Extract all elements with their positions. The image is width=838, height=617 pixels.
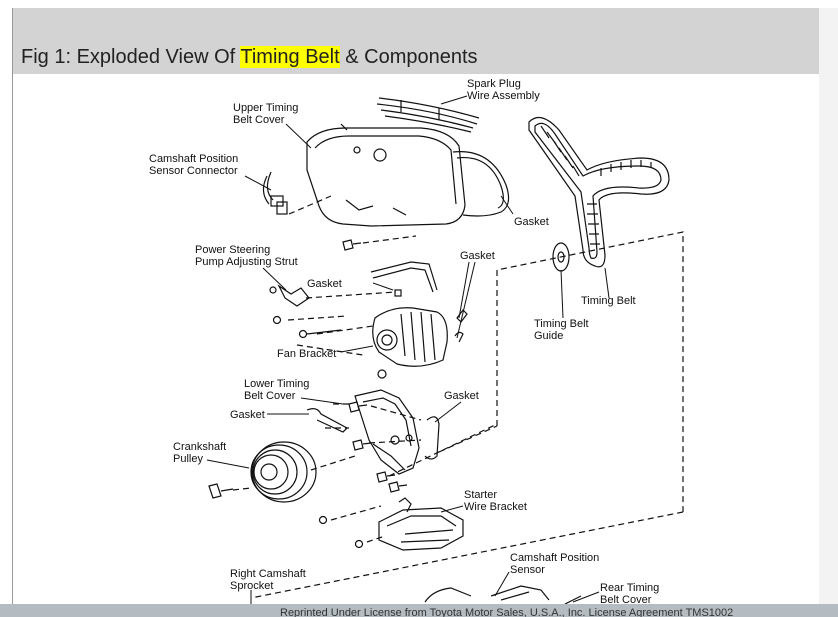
title-suffix: & Components (339, 46, 478, 68)
exploded-view-diagram: Spark Plug Wire Assembly Upper Timing Be… (149, 78, 684, 606)
label-spark-plug-2: Wire Assembly (467, 90, 540, 102)
label-right-cam-1: Right Camshaft (230, 568, 306, 580)
label-rear-cover-1: Rear Timing (600, 582, 659, 594)
label-cam-sensor-2: Sensor (510, 564, 545, 576)
license-text: Reprinted Under License from Toyota Moto… (280, 607, 734, 617)
title-prefix: Fig 1: Exploded View Of (21, 46, 241, 68)
upper-middle-gaskets-drawing (370, 261, 468, 343)
label-starter-1: Starter (464, 489, 497, 501)
crankshaft-pulley-drawing (208, 441, 317, 503)
spark-plug-wire-drawing (376, 97, 480, 133)
label-cam-sensor-1: Camshaft Position (510, 552, 599, 564)
label-spark-plug-1: Spark Plug (467, 78, 521, 90)
label-power-steering-1: Power Steering (195, 244, 270, 256)
figure-header: Fig 1: Exploded View Of Timing Belt & Co… (12, 8, 820, 74)
part-labels: Spark Plug Wire Assembly Upper Timing Be… (149, 78, 659, 606)
label-lower-cover-2: Belt Cover (244, 390, 296, 402)
label-belt-guide-2: Guide (534, 330, 563, 342)
starter-wire-bracket-drawing (318, 497, 464, 551)
label-gasket-lower-left: Gasket (230, 409, 265, 421)
lower-timing-belt-cover-drawing (354, 389, 420, 475)
label-gasket-upper-mid: Gasket (460, 250, 495, 262)
label-cam-sensor-connector-2: Sensor Connector (149, 165, 238, 177)
rear-cover-sensor-drawing (424, 585, 582, 605)
label-crank-pulley-2: Pulley (173, 453, 203, 465)
label-gasket-cover: Gasket (514, 216, 549, 228)
power-steering-strut-drawing (269, 284, 342, 339)
label-timing-belt: Timing Belt (581, 295, 636, 307)
title-highlight: Timing Belt (240, 46, 340, 68)
label-upper-cover-1: Upper Timing (233, 102, 298, 114)
label-right-cam-2: Sprocket (230, 580, 273, 592)
camshaft-sensor-connector-drawing (262, 171, 288, 215)
fan-bracket-drawing (372, 307, 448, 379)
label-lower-cover-1: Lower Timing (244, 378, 309, 390)
assembly-lines (232, 195, 684, 599)
label-upper-cover-2: Belt Cover (233, 114, 285, 126)
cover-gasket-drawing (452, 151, 510, 217)
label-gasket-lower-right: Gasket (444, 390, 479, 402)
leader-lines (206, 95, 610, 604)
license-footer: Reprinted Under License from Toyota Moto… (0, 604, 838, 617)
label-starter-2: Wire Bracket (464, 501, 527, 513)
label-crank-pulley-1: Crankshaft (173, 441, 226, 453)
label-belt-guide-1: Timing Belt (534, 318, 589, 330)
label-fan-bracket: Fan Bracket (277, 348, 336, 360)
label-power-steering-2: Pump Adjusting Strut (195, 256, 298, 268)
diagram-area: Spark Plug Wire Assembly Upper Timing Be… (12, 74, 820, 606)
window-edge (819, 8, 838, 617)
label-cam-sensor-connector-1: Camshaft Position (149, 153, 238, 165)
figure-title: Fig 1: Exploded View Of Timing Belt & Co… (21, 46, 478, 69)
timing-belt-drawing (528, 116, 670, 268)
upper-timing-belt-cover-drawing (306, 123, 466, 227)
lower-gaskets-drawing (306, 408, 440, 460)
label-gasket-left: Gasket (307, 278, 342, 290)
label-rear-cover-2: Belt Cover (600, 594, 652, 604)
